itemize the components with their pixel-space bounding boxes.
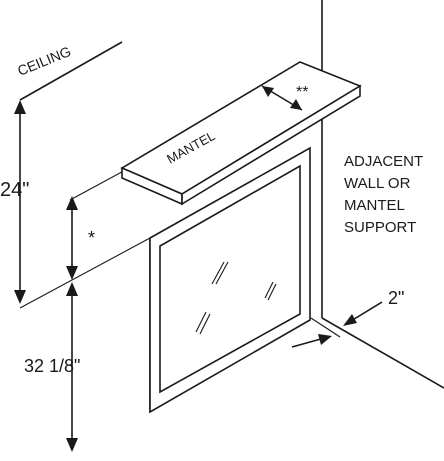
dimension-24-label: 24" [0,179,29,201]
ceiling-label: CEILING [15,43,73,79]
dimension-2 [291,301,383,348]
asterisk-label: * [88,228,95,248]
adjacent-wall-label: ADJACENT WALL OR MANTEL SUPPORT [344,153,423,236]
dimension-asterisk [66,196,78,280]
double-asterisk: ** [296,84,308,101]
adjacent-wall [310,0,444,389]
dimension-24 [14,100,26,304]
adjacent-wall-label-line-1: ADJACENT [344,153,423,170]
mantel-shelf [120,61,362,206]
glass-reflection [195,261,277,335]
adjacent-wall-label-line-3: MANTEL [344,197,405,214]
wall-line-insert-top [19,237,151,309]
mantel-depth-arrow [261,85,303,111]
dimension-32-label: 32 1/8" [24,356,80,376]
fireplace-insert [149,146,311,414]
ceiling-line [19,41,123,101]
adjacent-wall-label-line-2: WALL OR [344,175,411,192]
dimension-2-label: 2" [388,288,404,308]
dimension-32 [66,282,78,452]
adjacent-wall-label-line-4: SUPPORT [344,219,416,236]
